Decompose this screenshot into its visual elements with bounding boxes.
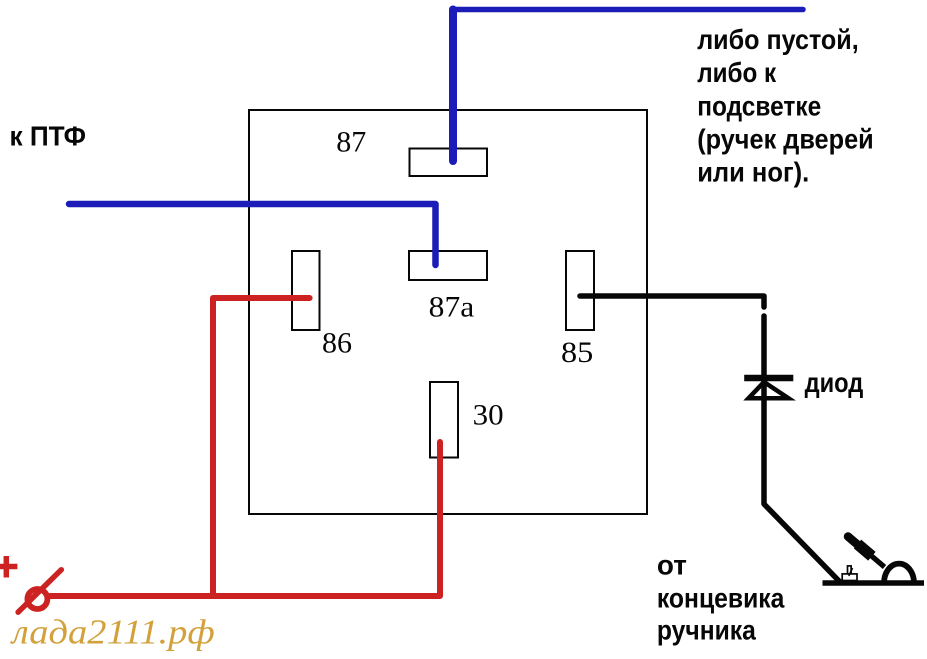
svg-text:или ног).: или ног). [697, 157, 809, 188]
svg-text:диод: диод [805, 367, 864, 398]
svg-text:либо к: либо к [697, 57, 776, 88]
svg-text:87a: 87a [429, 291, 475, 324]
svg-text:к ПТФ: к ПТФ [10, 121, 87, 152]
svg-text:(ручек дверей: (ручек дверей [697, 124, 874, 155]
svg-text:либо пустой,: либо пустой, [697, 24, 859, 55]
svg-text:лада2111.рф: лада2111.рф [10, 614, 215, 652]
svg-text:от: от [657, 549, 687, 580]
svg-text:подсветке: подсветке [697, 91, 821, 122]
svg-text:87: 87 [336, 125, 366, 158]
svg-text:ручника: ручника [657, 614, 757, 645]
svg-text:концевика: концевика [657, 582, 785, 613]
svg-text:85: 85 [561, 336, 593, 369]
svg-text:86: 86 [322, 326, 352, 359]
svg-text:30: 30 [473, 399, 504, 432]
